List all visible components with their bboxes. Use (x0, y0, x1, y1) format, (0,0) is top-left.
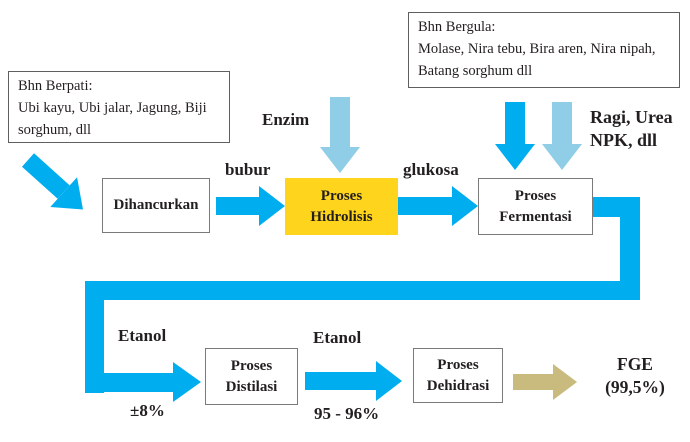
label-ragi-urea-npk: Ragi, Urea NPK, dll (590, 106, 690, 153)
box-proses-distilasi: Proses Distilasi (205, 348, 298, 405)
arrow-hidrolisis-to-fermentasi-icon (398, 186, 478, 226)
label-enzim: Enzim (262, 110, 310, 129)
arrow-berpati-to-dihancurkan-icon (13, 144, 97, 226)
arrow-head (320, 147, 360, 173)
arrow-shaft (330, 97, 350, 147)
box-dihancurkan-label: Dihancurkan (113, 197, 199, 214)
box-dehidrasi-line2: Dehidrasi (426, 377, 490, 394)
box-hidrolisis-line2: Hidrolisis (310, 208, 373, 225)
label-etanol-1-pct: ±8% (130, 401, 165, 420)
label-bubur: bubur (225, 160, 271, 179)
label-etanol-2: Etanol (313, 328, 362, 347)
arrow-into-distilasi-head-icon (173, 362, 201, 402)
box-proses-dehidrasi: Proses Dehidrasi (413, 348, 503, 403)
label-fge: FGE (99,5%) (585, 353, 685, 399)
arrow-head (495, 144, 535, 170)
arrow-ragi-to-fermentasi-icon (542, 102, 582, 170)
box-bhn-berpati-title: Bhn Berpati: (18, 78, 93, 94)
label-fge-line2: (99,5%) (605, 376, 665, 397)
arrow-shaft (305, 372, 376, 390)
arrow-shaft (505, 102, 525, 144)
box-dehidrasi-line1: Proses (437, 357, 479, 374)
arrow-head (553, 364, 577, 400)
pipe-right-down-icon (620, 197, 640, 300)
box-hidrolisis-line1: Proses (320, 188, 363, 205)
arrow-head (542, 144, 582, 170)
box-dihancurkan: Dihancurkan (102, 178, 210, 233)
box-bhn-bergula: Bhn Bergula: Molase, Nira tebu, Bira are… (408, 12, 680, 88)
arrow-dihancurkan-to-hidrolisis-icon (216, 186, 285, 226)
arrow-head (259, 186, 285, 226)
arrow-shaft (513, 374, 553, 390)
box-proses-fermentasi: Proses Fermentasi (478, 178, 593, 235)
pipe-left-down-icon (85, 281, 104, 393)
box-fermentasi-line1: Proses (514, 188, 557, 205)
arrow-distilasi-to-dehidrasi-icon (305, 360, 402, 402)
label-fge-line1: FGE (617, 354, 653, 374)
arrow-head (452, 186, 478, 226)
arrow-head (376, 361, 402, 401)
label-ragi-line2: NPK, dll (590, 130, 658, 151)
box-distilasi-line1: Proses (230, 358, 273, 375)
box-distilasi-line2: Distilasi (225, 378, 278, 395)
arrow-shaft (398, 197, 452, 215)
label-etanol-2-pct: 95 - 96% (314, 404, 380, 423)
box-proses-hidrolisis: Proses Hidrolisis (285, 178, 398, 235)
pipe-into-distilasi-icon (85, 373, 173, 392)
box-bhn-berpati-body: Ubi kayu, Ubi jalar, Jagung, Biji sorghu… (18, 99, 207, 138)
arrow-shaft (552, 102, 572, 144)
label-glukosa: glukosa (403, 160, 459, 179)
label-etanol-1: Etanol (118, 326, 167, 345)
arrow-bergula-to-fermentasi-icon (495, 102, 535, 170)
arrow-dehidrasi-to-fge-icon (513, 364, 577, 400)
pipe-bottom-across-icon (85, 281, 640, 300)
arrow-shaft (216, 197, 259, 215)
box-bhn-bergula-title: Bhn Bergula: (418, 19, 496, 35)
arrow-enzim-to-hidrolisis-icon (320, 97, 360, 173)
box-bhn-berpati: Bhn Berpati: Ubi kayu, Ubi jalar, Jagung… (8, 71, 230, 143)
label-ragi-line1: Ragi, Urea (590, 107, 673, 127)
box-fermentasi-line2: Fermentasi (499, 208, 572, 225)
box-bhn-bergula-body: Molase, Nira tebu, Bira aren, Nira nipah… (418, 40, 656, 79)
